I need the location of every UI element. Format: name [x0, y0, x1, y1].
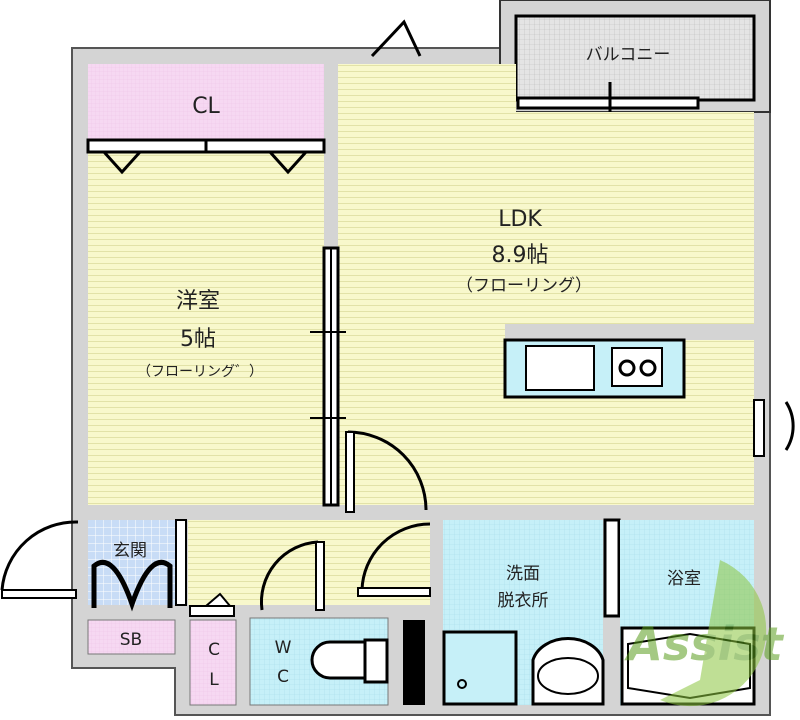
shoe-box [87, 619, 176, 655]
toilet-label-1: W [275, 638, 292, 658]
closet-small-label-2: L [209, 670, 219, 690]
stove-burner-icon [618, 359, 636, 377]
entrance-label: 玄関 [113, 541, 147, 561]
western-room [88, 152, 324, 505]
washroom-label-2: 脱衣所 [498, 591, 549, 611]
toilet-icon [310, 640, 367, 680]
western-room-size: 5帖 [180, 327, 216, 352]
western-room-name: 洋室 [176, 289, 220, 314]
watermark-logo: Assist [624, 560, 785, 707]
ldk-floor: （フローリング） [456, 276, 592, 296]
toilet-label-2: C [277, 667, 289, 687]
western-room-floor: （フローリング゛） [137, 364, 263, 380]
balcony-label: バルコニー [586, 45, 671, 65]
closet-top [88, 64, 324, 140]
washbasin-icon [531, 637, 605, 706]
closet-small-label-1: C [208, 640, 220, 660]
ldk-size: 8.9帖 [492, 243, 549, 268]
washing-machine-pan [442, 630, 518, 706]
closet-small [189, 619, 237, 706]
bathroom-label: 浴室 [667, 569, 701, 589]
ldk-name: LDK [498, 207, 542, 232]
closet-label: CL [192, 94, 220, 119]
washroom-label-1: 洗面 [506, 564, 540, 584]
shoe-box-label: SB [120, 630, 142, 650]
sink-icon [525, 345, 595, 391]
svg-text:Assist: Assist [624, 617, 785, 671]
stove-burner-icon [639, 359, 657, 377]
